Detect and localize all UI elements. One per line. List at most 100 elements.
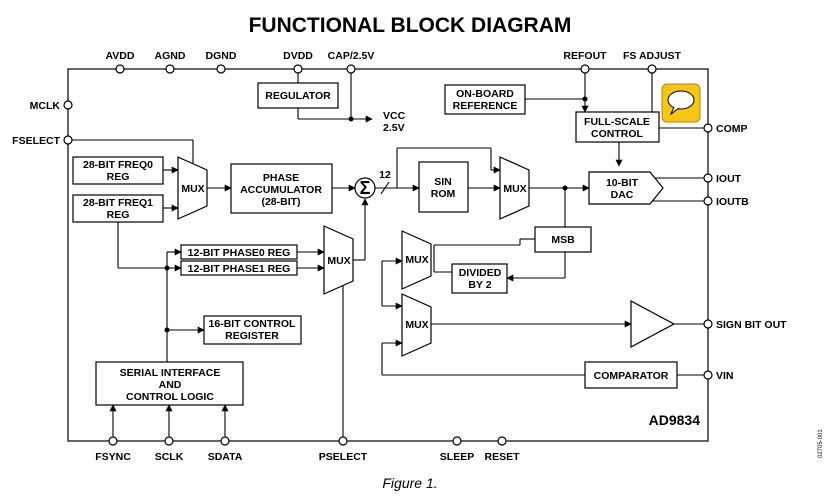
- divide-mux: MUX: [401, 230, 432, 290]
- pin-sclk: [164, 436, 174, 446]
- pin-label-dgnd: DGND: [206, 50, 237, 62]
- dac-block: 10-BIT DAC: [588, 171, 664, 205]
- pin-label-avdd: AVDD: [106, 50, 135, 62]
- svg-text:REGISTER: REGISTER: [225, 330, 279, 342]
- pin-sleep: [452, 436, 462, 446]
- svg-text:ACCUMULATOR: ACCUMULATOR: [240, 184, 322, 196]
- svg-text:Σ: Σ: [360, 178, 371, 198]
- svg-text:16-BIT CONTROL: 16-BIT CONTROL: [209, 318, 297, 330]
- pin-dgnd: [216, 64, 226, 74]
- svg-text:PHASE: PHASE: [263, 172, 299, 184]
- pin-label-reset: RESET: [484, 451, 520, 463]
- pin-dvdd: [293, 64, 303, 74]
- control-register-block: 16-BIT CONTROL REGISTER: [203, 315, 302, 345]
- svg-text:DIVIDED: DIVIDED: [459, 267, 502, 279]
- svg-text:DAC: DAC: [611, 189, 634, 201]
- pin-fs-adjust: [647, 64, 657, 74]
- pin-fsync: [108, 436, 118, 446]
- pin-label-refout: REFOUT: [563, 50, 607, 62]
- pin-label-mclk: MCLK: [30, 100, 61, 112]
- output-mux: MUX: [499, 156, 530, 220]
- svg-text:12-BIT PHASE1 REG: 12-BIT PHASE1 REG: [188, 263, 291, 275]
- pin-label-vin: VIN: [716, 370, 734, 382]
- comparator-block: COMPARATOR: [584, 361, 678, 389]
- divided-by-2-block: DIVIDED BY 2: [451, 263, 508, 294]
- junction-dots: [164, 96, 588, 333]
- svg-text:BY 2: BY 2: [468, 279, 491, 291]
- svg-text:FULL-SCALE: FULL-SCALE: [584, 116, 650, 128]
- wires: [72, 73, 704, 437]
- pin-label-dvdd: DVDD: [283, 50, 313, 62]
- freq1-register: 28-BIT FREQ1 REG: [72, 194, 164, 223]
- phase-accumulator-block: PHASE ACCUMULATOR (28-BIT): [230, 163, 333, 214]
- svg-text:REG: REG: [107, 209, 130, 221]
- pin-cap: [346, 64, 356, 74]
- pin-label-cap: CAP/2.5V: [328, 50, 375, 62]
- pin-label-sdata: SDATA: [208, 451, 243, 463]
- pin-avdd: [115, 64, 125, 74]
- summing-junction: Σ: [354, 177, 376, 199]
- pin-refout: [580, 64, 590, 74]
- pin-label-ioutb: IOUTB: [716, 196, 749, 208]
- pin-sign-bit-out: [703, 319, 713, 329]
- pin-reset: [497, 436, 507, 446]
- pin-labels: AVDD AGND DGND DVDD CAP/2.5V REFOUT FS A…: [12, 50, 787, 463]
- svg-text:10-BIT: 10-BIT: [606, 177, 639, 189]
- pin-mclk: [63, 100, 73, 110]
- svg-text:MUX: MUX: [405, 254, 428, 266]
- pin-label-pselect: PSELECT: [319, 451, 368, 463]
- svg-text:MUX: MUX: [503, 183, 526, 195]
- svg-text:MSB: MSB: [551, 234, 575, 246]
- pin-label-sclk: SCLK: [155, 451, 184, 463]
- pin-sdata: [220, 436, 230, 446]
- pin-label-sign-bit-out: SIGN BIT OUT: [716, 319, 787, 331]
- vcc-value-label: 2.5V: [383, 122, 405, 134]
- note-icon[interactable]: [661, 83, 701, 123]
- svg-text:ON-BOARD: ON-BOARD: [456, 88, 514, 100]
- freq0-register: 28-BIT FREQ0 REG: [72, 156, 164, 185]
- pin-vin: [703, 370, 713, 380]
- pin-label-agnd: AGND: [155, 50, 186, 62]
- sin-rom-block: SIN ROM: [418, 161, 469, 213]
- pin-iout: [703, 173, 713, 183]
- sign-bit-mux: MUX: [401, 293, 432, 357]
- svg-text:AND: AND: [159, 379, 182, 391]
- bus-width-label: 12: [379, 169, 391, 181]
- pin-ioutb: [703, 196, 713, 206]
- svg-text:(28-BIT): (28-BIT): [261, 196, 300, 208]
- pin-comp: [703, 123, 713, 133]
- fullscale-control-block: FULL-SCALE CONTROL: [575, 111, 660, 143]
- svg-text:SIN: SIN: [434, 176, 452, 188]
- pin-label-sleep: SLEEP: [440, 451, 474, 463]
- phase-mux: MUX: [323, 225, 354, 295]
- regulator-block: REGULATOR: [257, 82, 339, 109]
- sign-bit-buffer: [630, 299, 676, 349]
- svg-text:28-BIT FREQ0: 28-BIT FREQ0: [83, 159, 153, 171]
- phase0-register: 12-BIT PHASE0 REG: [180, 244, 298, 260]
- pin-pselect: [338, 436, 348, 446]
- svg-text:CONTROL LOGIC: CONTROL LOGIC: [126, 391, 214, 403]
- vcc-label: VCC: [383, 110, 406, 122]
- svg-text:MUX: MUX: [405, 319, 428, 331]
- pin-label-fs-adjust: FS ADJUST: [623, 50, 682, 62]
- svg-text:12-BIT PHASE0 REG: 12-BIT PHASE0 REG: [188, 247, 291, 259]
- msb-block: MSB: [534, 226, 592, 253]
- svg-text:REG: REG: [107, 171, 130, 183]
- svg-text:MUX: MUX: [181, 183, 204, 195]
- pins: [63, 64, 713, 446]
- svg-text:MUX: MUX: [327, 255, 350, 267]
- phase1-register: 12-BIT PHASE1 REG: [180, 260, 298, 276]
- svg-text:COMPARATOR: COMPARATOR: [594, 370, 669, 382]
- svg-text:REFERENCE: REFERENCE: [453, 100, 518, 112]
- svg-text:CONTROL: CONTROL: [591, 128, 643, 140]
- svg-text:28-BIT FREQ1: 28-BIT FREQ1: [83, 197, 153, 209]
- svg-text:ROM: ROM: [431, 188, 456, 200]
- part-number: AD9834: [649, 412, 701, 428]
- pin-label-fselect: FSELECT: [12, 135, 60, 147]
- pin-fselect: [63, 135, 73, 145]
- onboard-reference-block: ON-BOARD REFERENCE: [444, 84, 526, 115]
- freq-mux: MUX: [177, 156, 208, 220]
- pin-label-fsync: FSYNC: [95, 451, 131, 463]
- pin-agnd: [165, 64, 175, 74]
